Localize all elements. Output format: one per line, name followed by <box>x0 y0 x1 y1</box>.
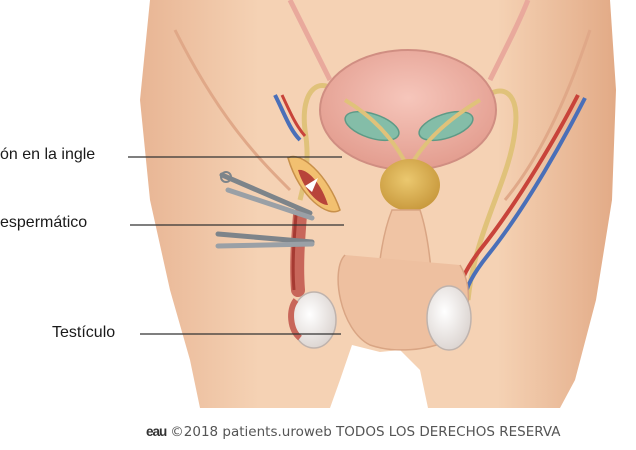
label-groin-incision: ón en la ingle <box>0 146 95 164</box>
label-testicle: Testículo <box>52 324 115 342</box>
spermatic-cord-left <box>297 215 300 290</box>
label-spermatic-cord: espermático <box>0 214 87 232</box>
eau-logo: eau <box>146 424 166 439</box>
testis-right <box>427 286 471 350</box>
prostate <box>380 159 440 211</box>
copyright-footer: eau ©2018 patients.uroweb TODOS LOS DEREC… <box>146 424 561 440</box>
copyright-text: ©2018 patients.uroweb TODOS LOS DERECHOS… <box>170 424 560 440</box>
bladder <box>320 50 496 170</box>
